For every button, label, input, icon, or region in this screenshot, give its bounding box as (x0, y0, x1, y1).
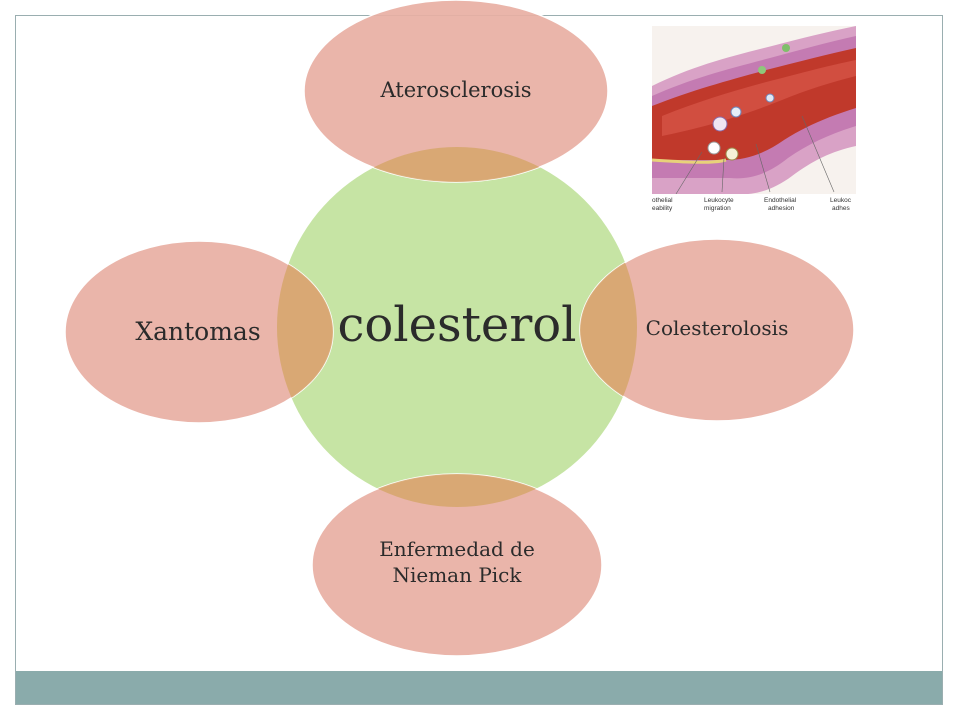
petal-left-label: Xantomas (135, 317, 260, 346)
image-label-3b: adhesion (768, 205, 795, 212)
footer-band (16, 671, 942, 704)
image-label-3a: Endothelial (764, 197, 797, 204)
image-label-4b: adhes (832, 205, 850, 212)
center-label: colesterol (337, 297, 576, 353)
petal-right-label: Colesterolosis (646, 316, 789, 340)
petal-bottom-label-line1: Enfermedad de (379, 537, 535, 561)
image-label-1b: eability (652, 205, 673, 212)
image-label-1a: othelial (652, 197, 673, 204)
petal-top-label: Aterosclerosis (380, 78, 532, 102)
image-label-2b: migration (704, 205, 731, 212)
artery-illustration: othelial eability Leukocyte migration En… (652, 26, 856, 214)
image-label-2a: Leukocyte (704, 197, 734, 204)
center-circle (277, 147, 637, 507)
image-label-4a: Leukoc (830, 197, 852, 204)
artery-image: othelial eability Leukocyte migration En… (652, 26, 856, 214)
petal-bottom-label-line2: Nieman Pick (392, 563, 522, 587)
